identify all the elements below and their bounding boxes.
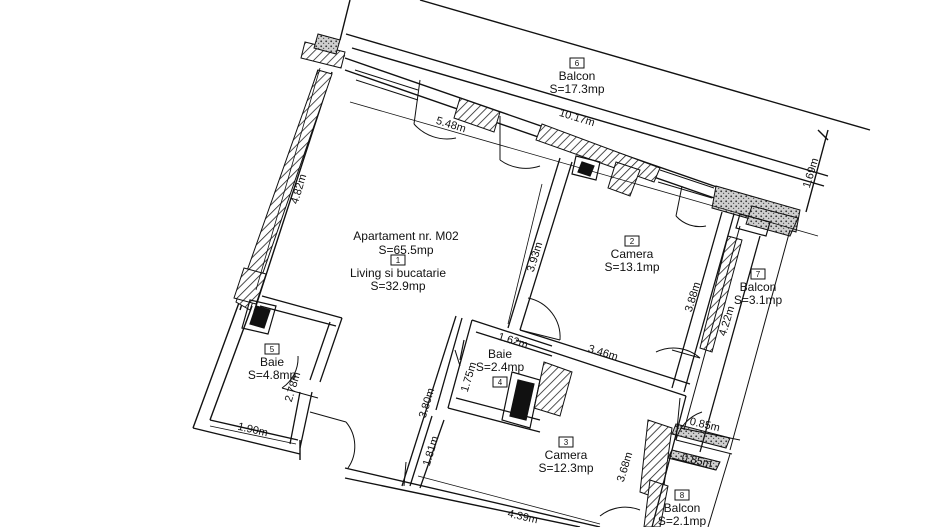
dim-balcony8-bottom: 0.85m — [680, 452, 712, 471]
room-area: S=4.8mp — [248, 368, 297, 382]
dim-corridor: 3.80m — [417, 387, 437, 420]
room-number: 5 — [270, 345, 275, 354]
apartment-area: S=65.5mp — [378, 243, 433, 257]
room-number: 8 — [680, 491, 685, 500]
room-name: Baie — [260, 355, 284, 369]
room-name: Living si bucatarie — [350, 266, 446, 280]
dimension-lines — [209, 67, 819, 525]
dim-camera3-bottom: 4.39m — [506, 508, 538, 527]
room-area: S=12.3mp — [538, 461, 593, 475]
dim-camera3-side: 3.68m — [615, 451, 635, 484]
room-number: 4 — [498, 378, 503, 387]
room-number-box — [492, 376, 508, 388]
apartment-name: Apartament nr. M02 — [353, 229, 459, 243]
room-number-box — [264, 343, 280, 355]
room-number-box — [750, 268, 766, 280]
room-number: 7 — [756, 270, 761, 279]
room-number-box — [569, 57, 585, 69]
dim-camera2-bottom: 3.46m — [587, 343, 620, 363]
room-area: S=3.1mp — [734, 293, 783, 307]
apartment-label: Apartament nr. M02 S=65.5mp — [353, 229, 459, 257]
concrete-columns — [313, 33, 801, 471]
room-area: S=2.4mp — [476, 360, 525, 374]
hatched-walls — [233, 41, 743, 527]
room-name: Baie — [488, 347, 512, 361]
room-number-box — [390, 254, 406, 266]
windows — [354, 69, 715, 487]
room-number: 2 — [630, 237, 635, 246]
room-number: 3 — [564, 438, 569, 447]
room-area: S=13.1mp — [604, 260, 659, 274]
dim-baie5-width: 1.90m — [236, 421, 268, 440]
railings — [671, 225, 791, 527]
room-area: S=2.1mp — [658, 514, 707, 527]
room-name: Camera — [545, 448, 588, 462]
fixtures — [241, 155, 771, 429]
room-number: 1 — [396, 256, 401, 265]
room-number-box — [624, 235, 640, 247]
room-number-box — [558, 436, 574, 448]
room-name: Balcon — [740, 280, 777, 294]
dim-camera2-side: 3.88m — [683, 281, 703, 314]
doors — [281, 79, 707, 517]
interior-walls — [259, 157, 761, 527]
room-number: 6 — [575, 59, 580, 68]
room-area: S=17.3mp — [549, 82, 604, 96]
dim-baie4-depth: 1.75m — [459, 361, 479, 394]
dimension-labels: 5.48m 10.17m 4.82m 3.93m 3.88m 4.22m 1.6… — [236, 107, 821, 526]
balcony-6-outline — [339, 0, 871, 213]
room-name: Camera — [611, 247, 654, 261]
dim-balcony-length: 10.17m — [558, 107, 597, 129]
room-area: S=32.9mp — [370, 279, 425, 293]
room-name: Balcon — [664, 501, 701, 515]
room-number-box — [674, 489, 690, 501]
room-name: Balcon — [559, 69, 596, 83]
